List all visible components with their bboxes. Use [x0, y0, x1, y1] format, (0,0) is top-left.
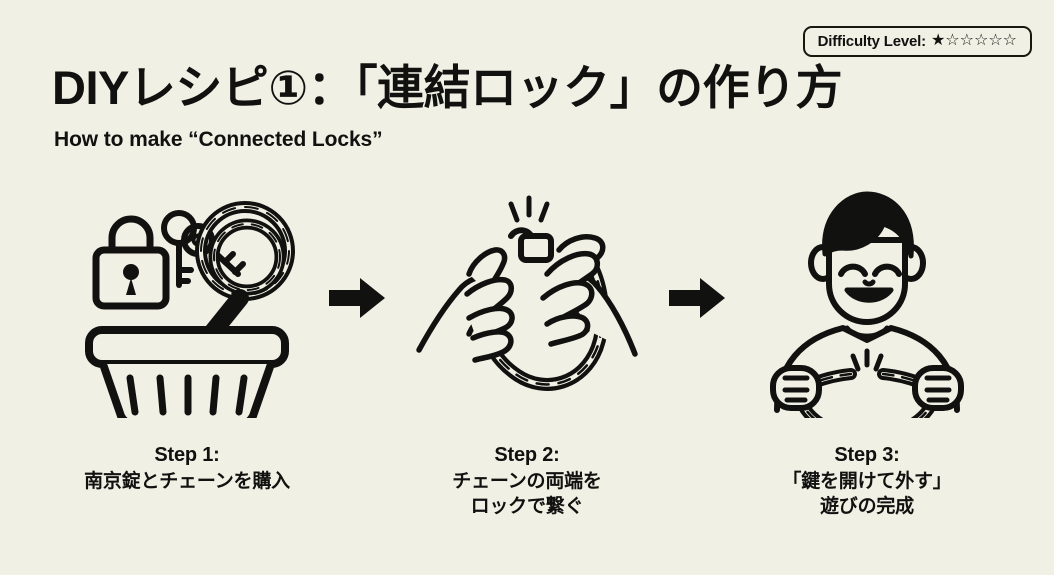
steps-row: Step 1: 南京錠とチェーンを購入 — [0, 172, 1054, 519]
step-3-illustration — [742, 172, 992, 424]
right-hand-icon — [540, 234, 638, 357]
step-1-caption: Step 1: 南京錠とチェーンを購入 — [84, 442, 290, 494]
step-2-caption: Step 2: チェーンの両端を ロックで繋ぐ — [452, 442, 602, 519]
step-2-label: Step 2: — [494, 444, 560, 466]
step-2: Step 2: チェーンの両端を ロックで繋ぐ — [393, 172, 661, 519]
nose — [862, 279, 876, 287]
basket-icon — [85, 326, 289, 418]
padlock-icon — [92, 215, 170, 310]
hair — [822, 191, 914, 259]
arrow-1 — [321, 172, 393, 424]
step-3-line-2: 遊びの完成 — [819, 495, 914, 517]
chain-hanging — [793, 388, 941, 418]
difficulty-stars: ★☆☆☆☆☆ — [930, 32, 1017, 49]
step-1-label: Step 1: — [154, 444, 220, 466]
arrow-2 — [661, 172, 733, 424]
step-3-line-1: 「鍵を開けて外す」 — [782, 470, 952, 492]
coiled-chain-icon — [195, 201, 295, 301]
step-3-caption: Step 3: 「鍵を開けて外す」 遊びの完成 — [782, 442, 951, 519]
step-2-line-1: チェーンの両端を — [452, 470, 602, 492]
step-2-illustration — [402, 172, 652, 424]
fist-left — [770, 365, 822, 411]
fist-right — [912, 365, 964, 411]
step-3-label: Step 3: — [834, 444, 900, 466]
difficulty-label: Difficulty Level: — [817, 32, 926, 50]
eye-right — [872, 263, 902, 277]
eye-left — [838, 263, 868, 277]
mouth — [844, 287, 894, 303]
sparkle-icon — [508, 195, 550, 223]
step-1-line-1: 南京錠とチェーンを購入 — [84, 470, 290, 492]
step-2-line-2: ロックで繋ぐ — [470, 495, 584, 517]
page-title: DIYレシピ①：「連結ロック」の作り方 — [52, 61, 843, 114]
step-3: Step 3: 「鍵を開けて外す」 遊びの完成 — [733, 172, 1001, 519]
collar — [844, 325, 890, 339]
left-hand-icon — [416, 247, 515, 363]
difficulty-badge: Difficulty Level: ★☆☆☆☆☆ — [802, 26, 1032, 57]
arrow-right-icon — [669, 278, 725, 318]
step-1-illustration — [62, 172, 312, 424]
arrow-right-icon — [329, 278, 385, 318]
page-subtitle: How to make “Connected Locks” — [54, 128, 383, 151]
padlock-icon — [508, 227, 554, 263]
sparkle-icon — [850, 348, 884, 372]
step-1: Step 1: 南京錠とチェーンを購入 — [53, 172, 321, 494]
